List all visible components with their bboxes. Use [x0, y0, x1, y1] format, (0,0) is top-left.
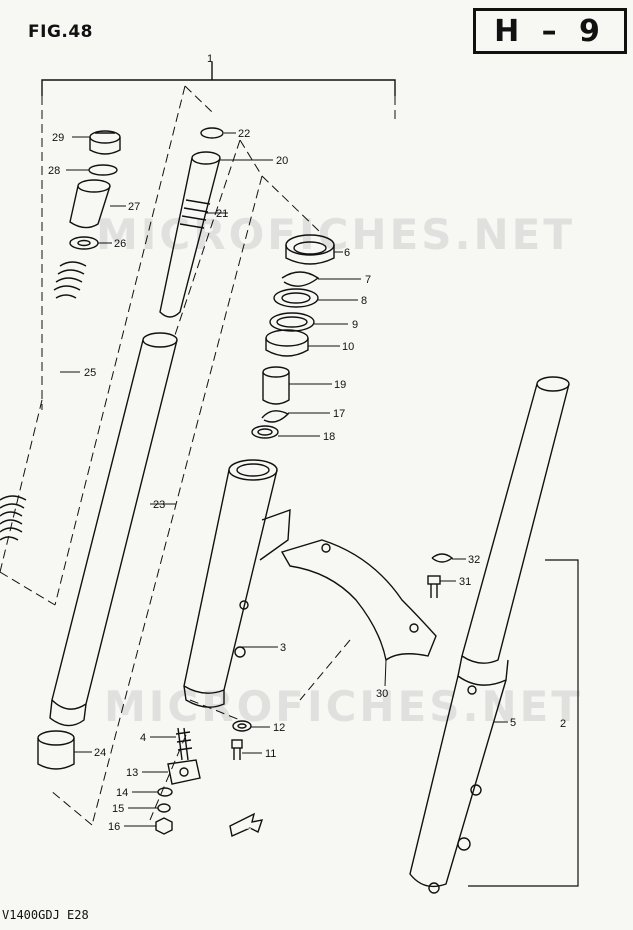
callout-15: 15: [112, 803, 124, 815]
callout-25: 25: [84, 367, 96, 379]
figure-label: FIG.48: [28, 22, 94, 42]
callout-23: 23: [153, 499, 165, 511]
circlip-17: [261, 410, 290, 423]
fork-right-5: [409, 376, 570, 894]
callout-27: 27: [128, 201, 140, 213]
callout-26: 26: [114, 238, 126, 250]
boundary-tube-inner: [174, 139, 241, 336]
callout-8: 8: [361, 295, 367, 307]
callout-9: 9: [352, 319, 358, 331]
boundary-bottom-a: [49, 789, 93, 826]
callout-29: 29: [52, 132, 64, 144]
callout-10: 10: [342, 341, 354, 353]
cap-bolt-29: [89, 130, 121, 155]
bushing-10: [265, 329, 309, 357]
page-code-box: H – 9: [473, 8, 627, 54]
cap-32: [431, 553, 454, 563]
washer-14: [157, 787, 173, 797]
callout-13: 13: [126, 767, 138, 779]
callout-20: 20: [276, 155, 288, 167]
model-code: V1400GDJ E28: [2, 908, 89, 922]
seat-26: [69, 236, 99, 250]
callout-19: 19: [334, 379, 346, 391]
washer-12: [232, 720, 252, 732]
retainer-9: [269, 312, 315, 332]
stud-4: [175, 727, 193, 761]
ring-22: [200, 127, 224, 139]
callout-22: 22: [238, 128, 250, 140]
callout-6: 6: [344, 247, 350, 259]
boundary-bolt-a: [189, 699, 241, 721]
guide-19: [262, 366, 290, 405]
spring-25: [0, 261, 87, 541]
callout-3: 3: [280, 642, 286, 654]
fork-tube-23: [49, 332, 178, 727]
assembly-bracket-1: [41, 79, 396, 96]
bolt-31: [427, 575, 441, 598]
inner-tube-20-21: [159, 151, 221, 318]
lock-washer-15: [157, 803, 171, 813]
stopper-ring-7: [281, 271, 320, 287]
washer-18: [251, 425, 279, 439]
fork-brace-30: [280, 539, 437, 662]
dust-seal-6: [285, 234, 335, 265]
callout-18: 18: [323, 431, 335, 443]
callout-16: 16: [108, 821, 120, 833]
boundary-top-a: [184, 85, 213, 113]
callout-24: 24: [94, 747, 106, 759]
callout-21: 21: [216, 208, 228, 220]
bolt-11: [231, 739, 243, 760]
callout-17: 17: [333, 408, 345, 420]
boundary-left-bottom: [0, 571, 56, 606]
watermark-bottom: MICROFICHES.NET: [104, 682, 583, 731]
callout-5: 5: [510, 717, 516, 729]
fwd-label: FWD: [236, 824, 252, 831]
bushing-24: [37, 730, 75, 770]
callout-30: 30: [376, 688, 388, 700]
fork-lower-3: [183, 459, 291, 708]
fwd-arrow-icon: [229, 812, 264, 837]
callout-14: 14: [116, 787, 128, 799]
boundary-long-mid: [91, 175, 263, 826]
oil-seal-8: [273, 288, 319, 308]
callout-11: 11: [265, 748, 276, 760]
boundary-mid-a: [239, 139, 263, 177]
nut-16: [155, 817, 173, 835]
callout-12: 12: [273, 722, 285, 734]
boundary-top-b: [261, 175, 321, 233]
boundary-left-lower: [0, 399, 43, 573]
assembly-bracket-2: [468, 559, 579, 887]
boundary-clamp: [299, 639, 351, 701]
spacer-27: [69, 179, 111, 229]
callout-28: 28: [48, 165, 60, 177]
callout-7: 7: [365, 274, 371, 286]
callout-32: 32: [468, 554, 480, 566]
callout-1: 1: [207, 53, 213, 65]
boundary-long-left: [54, 85, 186, 606]
callout-31: 31: [459, 576, 471, 588]
clamp-13: [167, 759, 201, 785]
o-ring-28: [88, 164, 118, 176]
callout-2: 2: [560, 718, 566, 730]
callout-4: 4: [140, 732, 146, 744]
